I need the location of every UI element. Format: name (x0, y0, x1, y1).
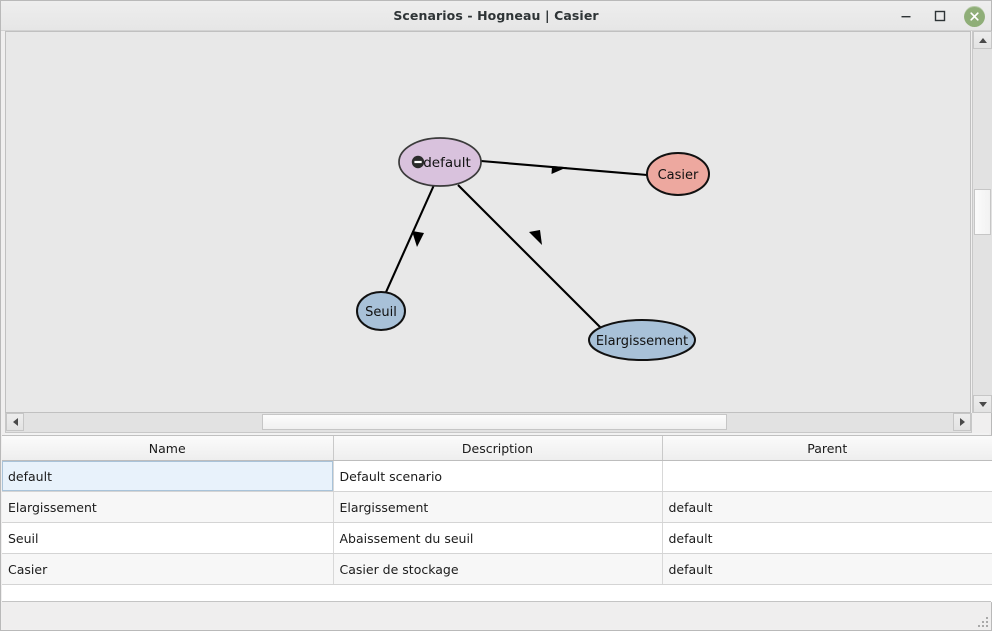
column-header-parent[interactable]: Parent (662, 436, 992, 461)
scenarios-grid: Name Description Parent default Default … (2, 436, 992, 585)
scenarios-table[interactable]: Name Description Parent default Default … (2, 435, 992, 603)
cell-parent[interactable] (662, 460, 992, 492)
graph-node-elargissement[interactable]: Elargissement (588, 319, 696, 361)
node-label-casier: Casier (658, 168, 699, 183)
collapse-minus-icon[interactable] (411, 155, 425, 169)
table-row[interactable]: Elargissement Elargissement default (2, 491, 992, 523)
window-controls (896, 1, 985, 31)
cell-parent[interactable]: default (662, 553, 992, 585)
node-shape-seuil (356, 291, 406, 331)
close-button[interactable] (964, 5, 985, 27)
graph-node-default[interactable]: default (398, 137, 482, 187)
graph-svg: default Casier Seuil Elargissement (356, 137, 710, 361)
status-bar (2, 601, 991, 629)
scroll-down-button[interactable] (973, 395, 992, 413)
node-label-default: default (423, 155, 471, 171)
close-icon (970, 11, 979, 21)
cell-description[interactable]: Elargissement (333, 491, 663, 523)
edge-default-elargissement-arrow (529, 230, 542, 245)
resize-grip-icon[interactable] (974, 613, 988, 627)
cell-parent[interactable]: default (662, 522, 992, 554)
cell-name[interactable]: Casier (2, 553, 334, 585)
maximize-icon (934, 10, 946, 22)
column-header-description[interactable]: Description (333, 436, 663, 461)
column-header-name[interactable]: Name (2, 436, 334, 461)
table-row[interactable]: Seuil Abaissement du seuil default (2, 522, 992, 554)
node-label-elargissement: Elargissement (596, 334, 688, 349)
scenario-graph-canvas[interactable]: default Casier Seuil Elargissement (5, 31, 971, 413)
graph-vertical-scrollbar[interactable] (972, 31, 992, 413)
cell-description[interactable]: Abaissement du seuil (333, 522, 663, 554)
triangle-left-icon (12, 418, 18, 426)
table-row[interactable]: default Default scenario (2, 460, 992, 492)
minimize-button[interactable] (896, 6, 916, 26)
edge-default-elargissement (457, 184, 615, 342)
window-title: Scenarios - Hogneau | Casier (393, 8, 599, 23)
table-header: Name Description Parent (2, 436, 992, 461)
triangle-down-icon (978, 401, 987, 407)
triangle-right-icon (959, 418, 965, 426)
node-label-seuil: Seuil (365, 305, 397, 320)
table-empty-area[interactable] (2, 585, 992, 602)
table-body: default Default scenario Elargissement E… (2, 460, 992, 585)
graph-edges (377, 159, 648, 342)
minimize-icon (901, 16, 911, 18)
vertical-scrollbar-thumb[interactable] (974, 189, 991, 235)
cell-name[interactable]: Seuil (2, 522, 334, 554)
title-bar[interactable]: Scenarios - Hogneau | Casier (1, 1, 991, 31)
cell-name[interactable]: default (2, 460, 334, 492)
node-shape-default (398, 137, 482, 187)
node-shape-elargissement (588, 319, 696, 361)
horizontal-scrollbar-thumb[interactable] (262, 414, 727, 430)
cell-name[interactable]: Elargissement (2, 491, 334, 523)
edge-default-seuil-arrow (412, 231, 424, 247)
graph-nodes: default Casier Seuil Elargissement (356, 137, 710, 361)
edge-default-casier-arrow (551, 166, 567, 174)
node-shape-casier (646, 152, 710, 196)
triangle-up-icon (978, 37, 987, 43)
scroll-up-button[interactable] (973, 31, 992, 49)
graph-horizontal-scrollbar[interactable] (5, 413, 972, 433)
table-row[interactable]: Casier Casier de stockage default (2, 553, 992, 585)
cell-parent[interactable]: default (662, 491, 992, 523)
cell-description[interactable]: Casier de stockage (333, 553, 663, 585)
table-header-row: Name Description Parent (2, 436, 992, 461)
cell-description[interactable]: Default scenario (333, 460, 663, 492)
graph-node-seuil[interactable]: Seuil (356, 291, 406, 331)
scroll-right-button[interactable] (953, 413, 971, 431)
scroll-left-button[interactable] (6, 413, 24, 431)
edge-default-seuil (377, 184, 435, 311)
maximize-button[interactable] (930, 6, 950, 26)
graph-node-casier[interactable]: Casier (646, 152, 710, 196)
